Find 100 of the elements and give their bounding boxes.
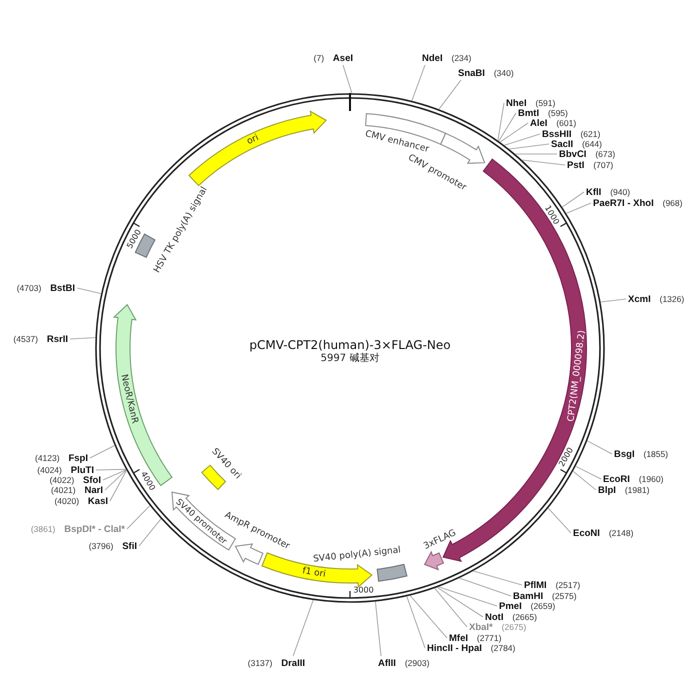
enzyme-name: PstI: [567, 160, 584, 171]
site-position: (591): [535, 98, 556, 108]
enzyme-name: AflII: [378, 658, 396, 669]
leader-line: [138, 518, 162, 546]
site-position: (2665): [512, 612, 537, 622]
leader-line: [436, 587, 484, 618]
site-position: (234): [451, 53, 472, 63]
site-position: (968): [662, 198, 682, 208]
feature-label: CMV enhancer: [364, 130, 430, 156]
enzyme-name: PaeR7I - XhoI: [593, 198, 654, 209]
site-position: (644): [582, 139, 602, 149]
site-position: (1981): [624, 485, 650, 495]
site-position: (2771): [476, 633, 502, 643]
feature-label: ori: [246, 133, 261, 148]
leader-line: [96, 468, 126, 470]
enzyme-name: DraIII: [281, 658, 305, 669]
leader-line: [522, 160, 566, 166]
leader-line: [498, 112, 516, 142]
site-position: (1855): [643, 449, 668, 459]
leader-line: [434, 588, 468, 628]
leader-line: [498, 102, 504, 141]
plasmid-size: 5997 碱基对: [320, 352, 380, 365]
site-position: (3861): [30, 524, 56, 534]
leader-line: [566, 202, 592, 214]
site-position: (1960): [638, 474, 664, 484]
site-position: (4703): [16, 283, 42, 293]
enzyme-name: BstBI: [50, 283, 75, 294]
enzyme-name: NdeI: [422, 53, 443, 64]
leader-line: [472, 570, 522, 586]
leader-line: [586, 440, 612, 454]
site-position: (7): [314, 53, 324, 63]
leader-line: [508, 144, 550, 150]
enzyme-name: NotI: [485, 612, 504, 623]
feature-label: SV40 poly(A) signal: [313, 545, 402, 564]
enzyme-name: PluTI: [70, 465, 94, 476]
enzyme-name: KflI: [586, 187, 602, 198]
site-position: (4123): [35, 453, 60, 463]
feature-segment: [424, 551, 444, 570]
leader-line: [110, 470, 127, 502]
site-position: (2675): [502, 622, 526, 632]
enzyme-name: SnaBI: [458, 68, 485, 79]
enzyme-name: BspDI* - ClaI*: [64, 524, 125, 535]
enzyme-name: KasI: [88, 496, 108, 507]
site-position: (673): [595, 149, 616, 159]
feature-block: [376, 564, 408, 582]
site-position: (340): [494, 68, 514, 78]
enzyme-name: PmeI: [499, 601, 522, 612]
enzyme-name: FspI: [68, 453, 88, 464]
site-position: (595): [548, 108, 568, 118]
leader-line: [342, 64, 352, 94]
enzyme-name: MfeI: [449, 633, 468, 644]
leader-line: [438, 80, 462, 110]
enzyme-name: RsrII: [46, 334, 68, 345]
enzyme-name: AseI: [332, 53, 353, 64]
enzyme-name: BbvCI: [559, 149, 586, 160]
enzyme-name: EcoRI: [603, 474, 630, 485]
enzyme-name: PflMI: [524, 580, 547, 591]
site-position: (601): [556, 118, 576, 128]
site-position: (2148): [608, 528, 634, 538]
site-position: (940): [610, 187, 630, 197]
leader-line: [600, 298, 626, 302]
feature-label: f1 ori: [302, 566, 327, 580]
leader-line: [459, 578, 512, 596]
site-position: (3796): [88, 541, 114, 551]
site-position: (2575): [552, 591, 577, 601]
enzyme-name: NarI: [84, 485, 103, 496]
leader-line: [548, 508, 572, 534]
enzyme-name: SacII: [551, 139, 574, 150]
enzyme-name: BlpI: [598, 485, 616, 496]
enzyme-name: SfoI: [83, 475, 101, 486]
site-position: (4024): [37, 465, 62, 475]
leader-line: [102, 469, 127, 480]
enzyme-name: BssHII: [542, 129, 572, 140]
enzyme-name: NheI: [506, 98, 527, 109]
enzyme-name: BsgI: [614, 449, 635, 460]
leader-line: [104, 470, 127, 490]
leader-line: [76, 288, 102, 294]
leader-line: [572, 470, 596, 490]
site-position: (4020): [54, 496, 80, 506]
leader-line: [410, 595, 448, 638]
leader-line: [500, 122, 528, 142]
site-position: (2659): [530, 601, 556, 611]
enzyme-name: XbaI*: [469, 622, 493, 633]
leader-line: [292, 600, 314, 656]
site-position: (1326): [660, 294, 684, 304]
enzyme-name: AleI: [530, 118, 548, 129]
site-position: (2784): [490, 643, 516, 653]
site-position: (2903): [404, 658, 430, 668]
leader-line: [70, 337, 96, 340]
enzyme-name: EcoNI: [573, 528, 600, 539]
enzyme-name: BmtI: [518, 108, 540, 119]
site-position: (707): [593, 160, 614, 170]
leader-line: [406, 596, 426, 648]
enzyme-name: XcmI: [628, 294, 651, 305]
leader-line: [438, 586, 498, 606]
leader-line: [575, 466, 602, 480]
scale-label: 3000: [353, 585, 374, 594]
plasmid-name: pCMV-CPT2(human)-3×FLAG-Neo: [249, 338, 451, 352]
feature-segment: [440, 132, 486, 164]
leader-line: [90, 445, 115, 458]
